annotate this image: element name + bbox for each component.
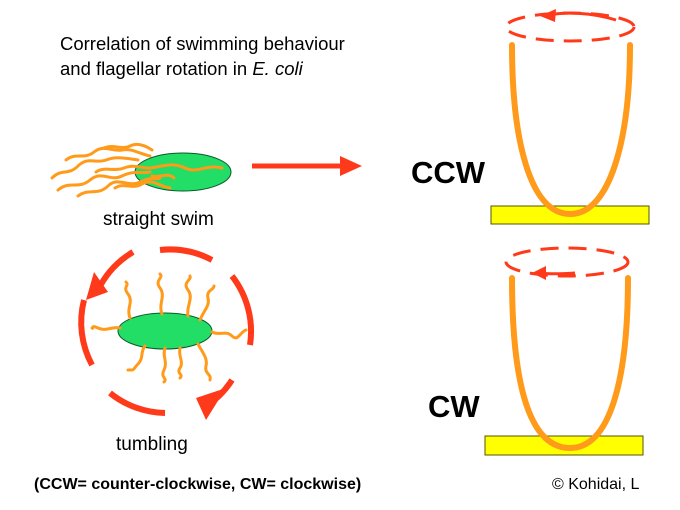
cw-flagellum-diagram [484,246,644,456]
copyright-credit: © Kohidai, L [552,476,640,493]
diagram-title: Correlation of swimming behaviour and fl… [60,31,345,81]
rotation-ellipse-dashed [504,246,630,278]
title-line-1: Correlation of swimming behaviour [60,33,345,54]
flagellum-hook [509,42,633,218]
title-line-2-text: and flagellar rotation in [60,58,253,79]
rotation-arrowhead-top [86,272,108,300]
ccw-label: CCW [411,155,486,190]
title-line-2: and flagellar rotation in E. coli [60,56,345,81]
flagella-bundle [50,142,224,198]
rotation-ellipse-dashed [504,11,636,43]
forward-motion-arrow [252,156,362,176]
cw-label: CW [428,389,480,424]
tumbling-label: tumbling [116,434,188,455]
flagella-peritrichous [90,272,248,384]
straight-swim-label: straight swim [103,209,214,230]
tumbling-bacterium [78,246,255,420]
rotation-arrowhead-bottom [196,388,226,420]
species-name: E. coli [252,58,303,79]
abbreviation-footnote: (CCW= counter-clockwise, CW= clockwise) [34,476,362,493]
ccw-flagellum-diagram [490,9,650,225]
flagellum-hook [509,275,631,452]
straight-swim-bacterium [50,142,232,198]
